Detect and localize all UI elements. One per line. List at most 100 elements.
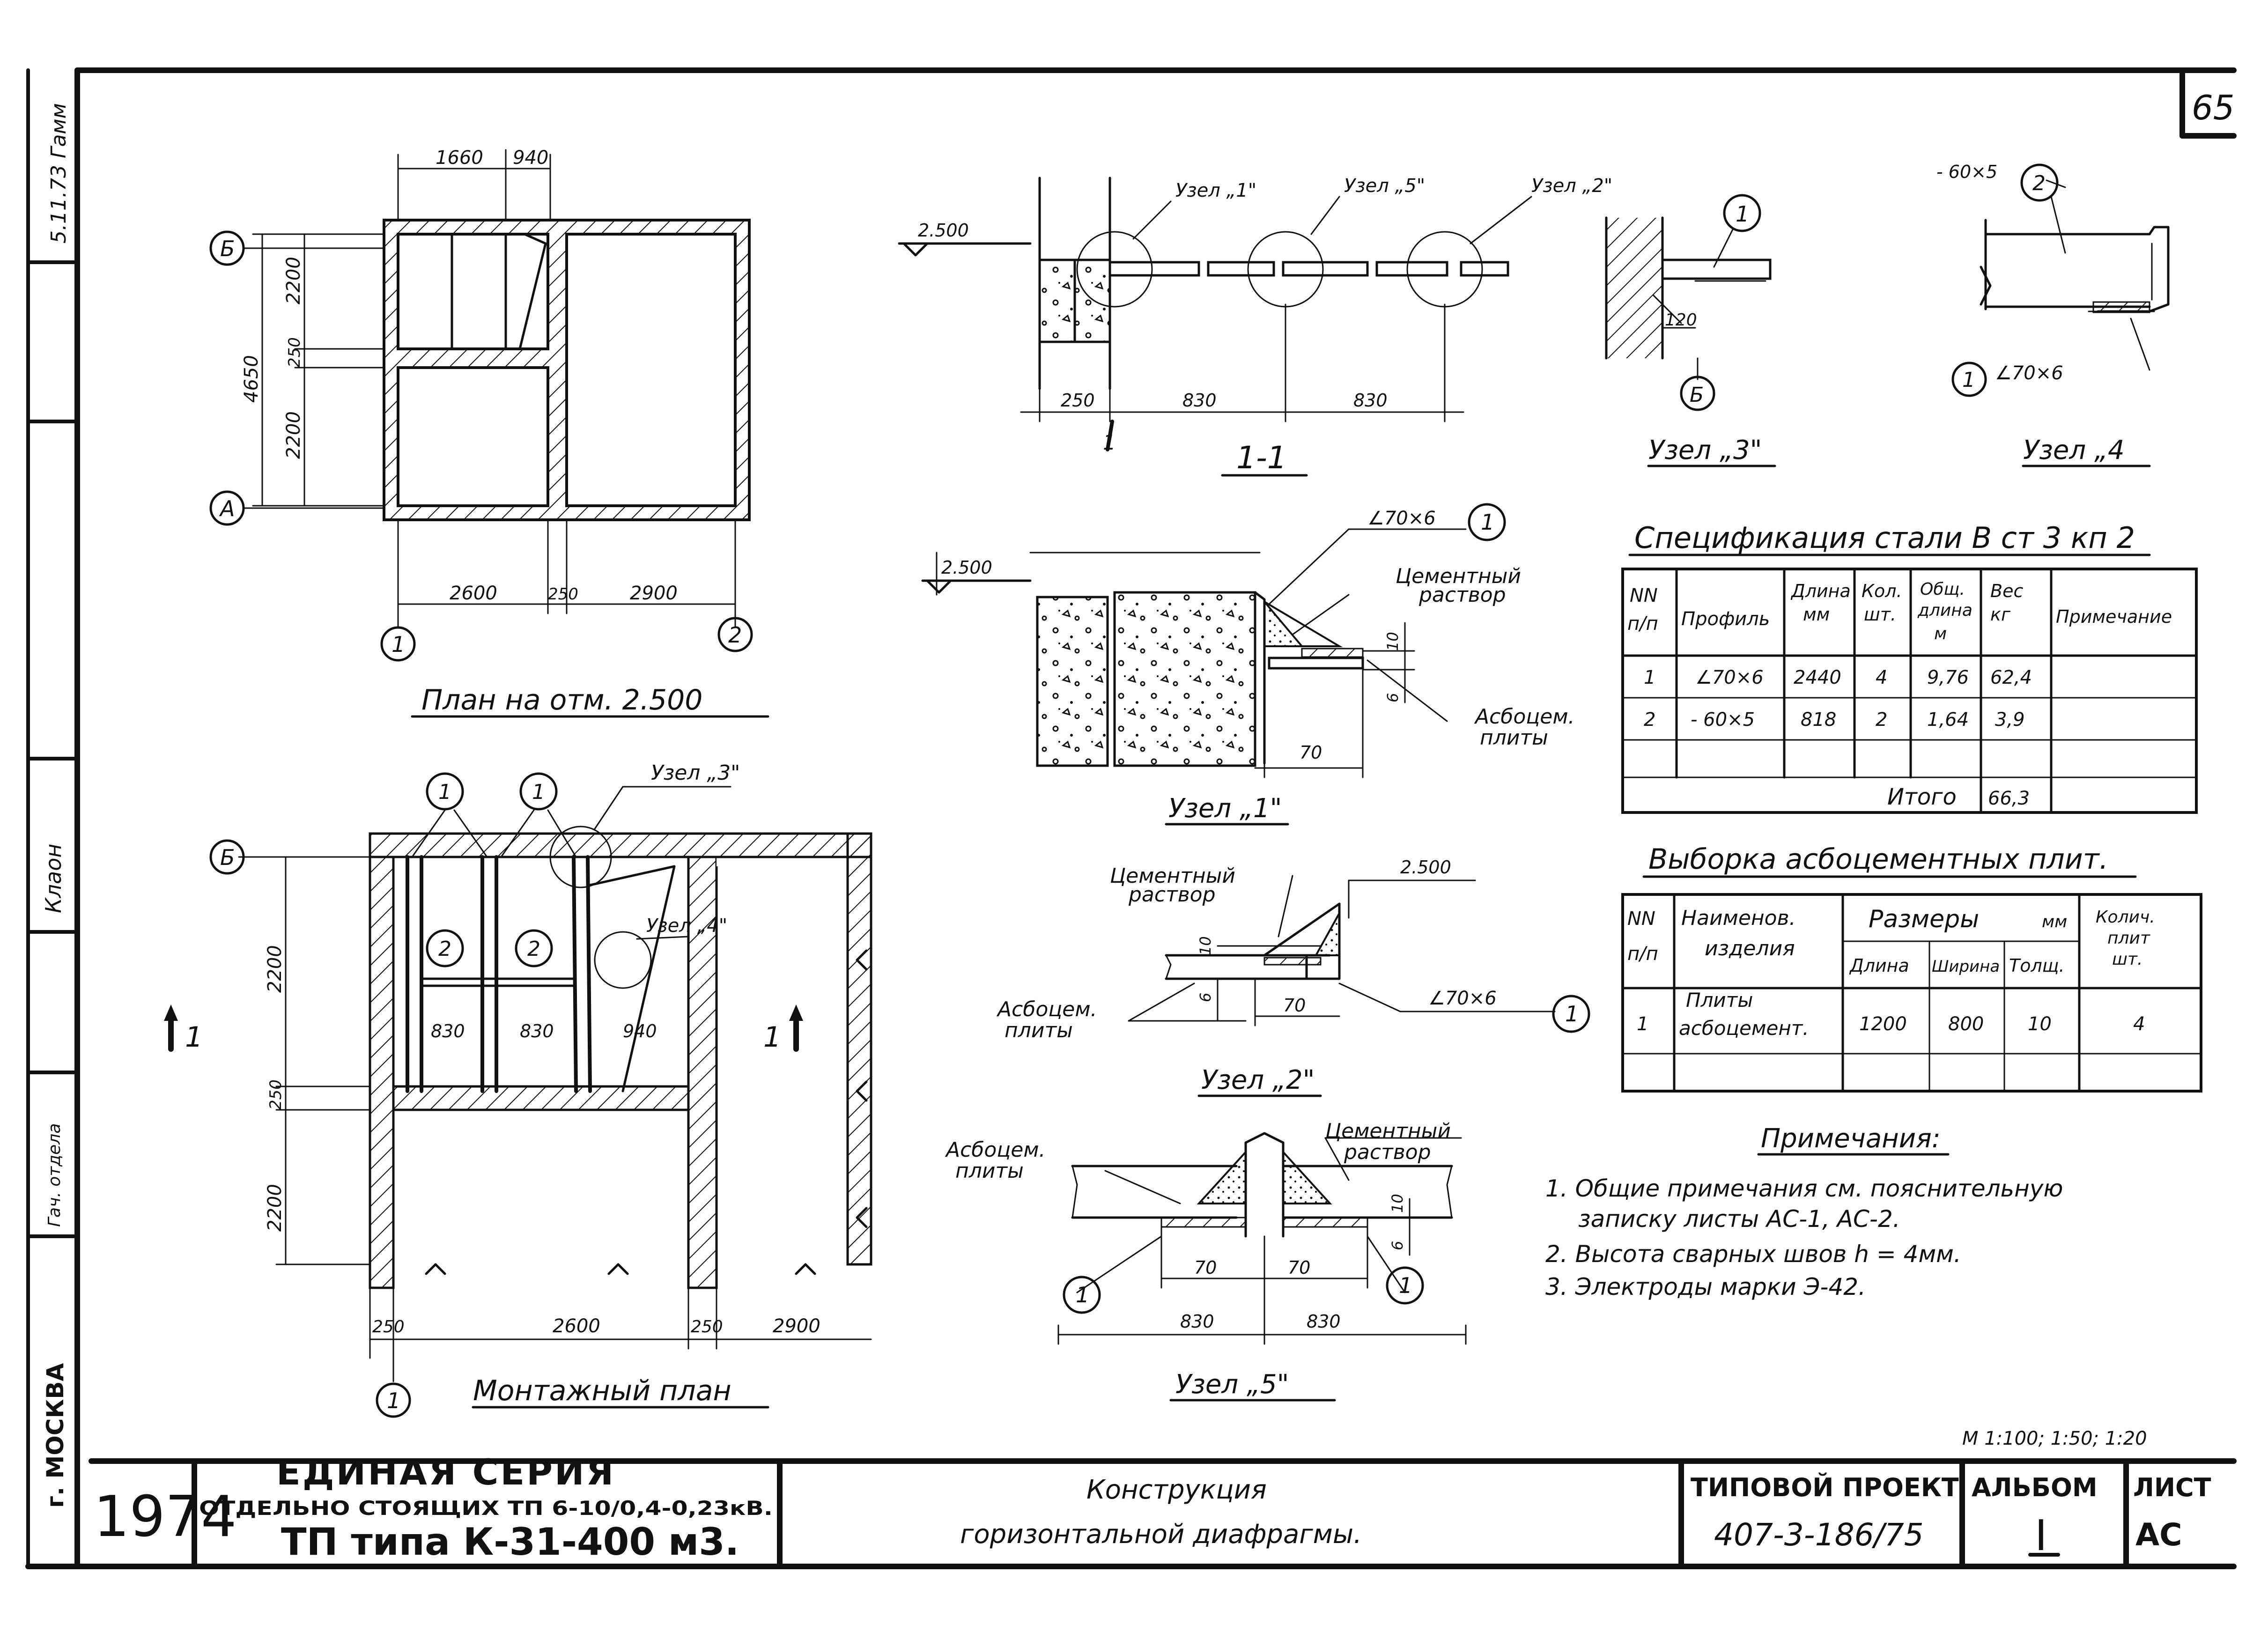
mount-marker-1a: 1 — [438, 780, 451, 804]
node-2-dim-h: 70 — [1283, 995, 1306, 1016]
left-strip-name1: Клаон — [41, 844, 66, 913]
plan-dim-bottom-2: 250 — [548, 585, 578, 604]
node-2-marker: 1 — [1565, 1001, 1579, 1026]
title-block — [192, 1458, 2129, 1569]
node-4-plate: - 60×5 — [1936, 162, 1997, 182]
tb-year: 1974 — [94, 1484, 236, 1550]
node-5-dim-830-right: 830 — [1307, 1311, 1341, 1332]
node-1-dim-v1: 10 — [1384, 632, 1402, 651]
node-5-cement-1: Цементный — [1325, 1119, 1451, 1143]
node-5-dim-70-left: 70 — [1194, 1257, 1217, 1278]
tb-desc-1: Конструкция — [1086, 1475, 1267, 1505]
section-title: 1-1 — [1236, 440, 1287, 476]
node-5-title: Узел „5" — [1175, 1369, 1289, 1400]
spec-title: Спецификация стали В ст 3 кп 2 — [1634, 521, 2135, 555]
node-2-drawing — [1128, 875, 1590, 1097]
node-5-drawing — [1057, 1132, 1467, 1402]
plan-dim-bottom-1: 2600 — [450, 583, 497, 604]
spec-r1-total: 9,76 — [1927, 667, 1969, 688]
sheet-number: 65 — [2192, 88, 2235, 127]
plan-dim-left-3: 2200 — [283, 411, 304, 459]
mount-dim-bottom-3: 250 — [691, 1317, 723, 1337]
mount-marker-2b: 2 — [527, 937, 540, 961]
plan-axis-2: 2 — [728, 622, 742, 648]
left-strip-name2: Гач. отдела — [45, 1123, 64, 1227]
node-2-level: 2.500 — [1400, 857, 1451, 878]
sel-r-count: 4 — [2133, 1013, 2145, 1035]
selection-title: Выборка асбоцементных плит. — [1648, 843, 2108, 876]
node-3-marker: 1 — [1736, 201, 1749, 227]
mount-dim-bottom-4: 2900 — [773, 1315, 820, 1337]
mount-dim-inner-2: 830 — [520, 1021, 554, 1041]
node-2-dim-v2: 6 — [1197, 993, 1214, 1002]
spec-h-count: Кол.шт. — [1862, 581, 1902, 625]
sel-r-len: 1200 — [1859, 1013, 1907, 1035]
scale-text: М 1:100; 1:50; 1:20 — [1962, 1428, 2147, 1449]
spec-r1-length: 2440 — [1794, 667, 1841, 688]
node-2-cement-2: раствор — [1128, 883, 1216, 907]
tb-type: ТП типа К-31-400 м3. — [281, 1520, 739, 1564]
side-note: 5.11.73 Гамм — [47, 103, 71, 244]
mount-dim-inner-3: 940 — [623, 1021, 657, 1041]
sel-r-nn: 1 — [1637, 1013, 1648, 1035]
mount-dim-bottom-1: 250 — [372, 1317, 405, 1337]
node-5-dim-830-left: 830 — [1180, 1311, 1214, 1332]
mount-dim-left-2: 250 — [266, 1079, 285, 1110]
section-1-1-drawing — [898, 177, 1532, 477]
sel-h-wid: Ширина — [1932, 957, 2000, 976]
spec-r1-profile: ∠70×6 — [1695, 667, 1764, 688]
plan-axis-b: Б — [220, 236, 235, 261]
node-5-dim-v1: 10 — [1389, 1194, 1406, 1213]
notes-line-4: 3. Электроды марки Э-42. — [1545, 1273, 1866, 1300]
mount-marker-1b: 1 — [532, 780, 545, 804]
node-3-drawing — [1605, 194, 1776, 467]
plan-dim-bottom-3: 2900 — [630, 583, 678, 604]
tb-album-label: АЛЬБОМ — [1972, 1473, 2098, 1502]
spec-r2-length: 818 — [1801, 709, 1836, 731]
node-1-title: Узел „1" — [1168, 793, 1282, 824]
section-node-2-label: Узел „2" — [1531, 175, 1612, 197]
node-5-dim-70-right: 70 — [1288, 1257, 1310, 1278]
node-4-marker-1: 1 — [1962, 368, 1975, 392]
mount-dim-left-3: 2200 — [264, 1184, 286, 1232]
tb-series: ЕДИНАЯ СЕРИЯ — [276, 1451, 615, 1493]
tb-sheet-value: АС — [2135, 1517, 2182, 1553]
section-cut-mark: 1 — [1103, 431, 1116, 455]
node-3-dim: 120 — [1665, 310, 1697, 330]
notes-line-2: записку листы АС-1, АС-2. — [1578, 1205, 1900, 1233]
node-5-asbo-2: плиты — [955, 1159, 1024, 1183]
node-4-title: Узел „4 — [2023, 435, 2125, 465]
node-3-axis: Б — [1690, 383, 1704, 407]
node-3-title: Узел „3" — [1648, 435, 1762, 465]
sheet-frame — [25, 67, 2237, 1569]
section-node-1-label: Узел „1" — [1175, 180, 1256, 201]
node-1-marker: 1 — [1481, 510, 1494, 535]
mount-axis-1: 1 — [387, 1388, 400, 1413]
node-5-asbo-1: Асбоцем. — [945, 1138, 1046, 1162]
node-5-marker-left: 1 — [1076, 1282, 1089, 1307]
spec-total-value: 66,3 — [1988, 788, 2030, 809]
mount-dim-bottom-2: 2600 — [553, 1315, 600, 1337]
sel-h-sizes: Размеры — [1869, 905, 1979, 933]
node-2-title: Узел „2" — [1201, 1065, 1315, 1095]
left-strip-city: г. МОСКВА — [42, 1363, 69, 1508]
plan-dim-left-2: 250 — [285, 337, 304, 368]
plan-title: План на отм. 2.500 — [421, 684, 702, 716]
tb-series-sub: ОТДЕЛЬНО СТОЯЩИХ ТП 6-10/0,4-0,23кВ. — [199, 1497, 773, 1520]
mount-node4-label: Узел „4" — [646, 915, 727, 937]
node-4-marker-2: 2 — [2032, 171, 2046, 195]
node-1-dim-v2: 6 — [1384, 693, 1402, 702]
node-5-dim-v2: 6 — [1389, 1241, 1406, 1250]
sel-h-name: Наименов.изделия — [1681, 906, 1796, 960]
mount-dim-left-1: 2200 — [264, 945, 286, 993]
node-1-asbo-1: Асбоцем. — [1474, 705, 1575, 729]
node-1-dim-h: 70 — [1300, 742, 1322, 763]
sel-h-unit: мм — [2042, 912, 2067, 931]
spec-total-label: Итого — [1887, 784, 1957, 810]
node-1-cement-1: Цементный — [1396, 564, 1521, 588]
plan-dim-top-1: 1660 — [436, 147, 483, 169]
